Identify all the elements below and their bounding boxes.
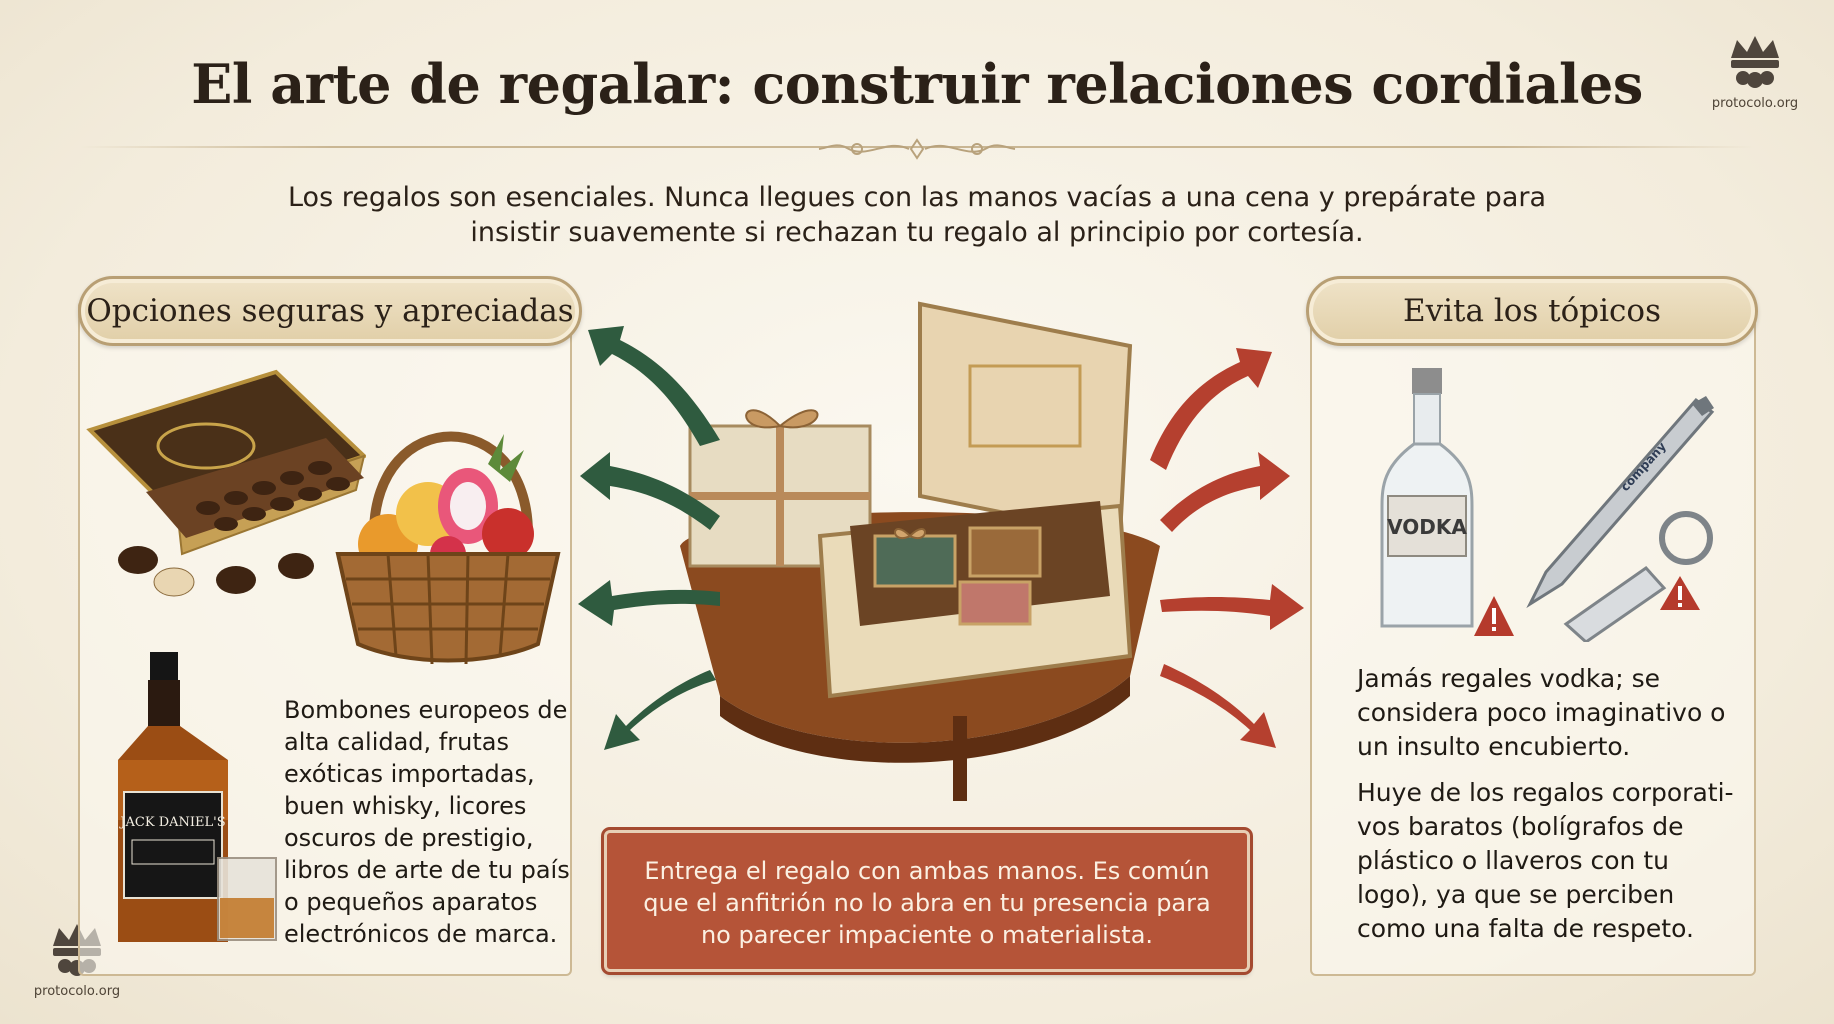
safe-gifts-heading: Opciones seguras y apreciadas	[78, 276, 582, 346]
etiquette-tip: Entrega el regalo con ambas manos. Es co…	[604, 830, 1250, 972]
page-title: El arte de regalar: construir relaciones…	[191, 52, 1643, 116]
avoid-vodka-text: Jamás regales vodka; se considera poco i…	[1357, 664, 1726, 761]
fruit-basket-icon	[335, 431, 561, 665]
vodka-label: VODKA	[1387, 515, 1467, 539]
green-arrows	[578, 326, 720, 750]
crown-logo-icon	[1731, 36, 1779, 88]
chocolate-box-icon	[86, 369, 366, 597]
whisky-label: JACK DANIEL'S	[118, 815, 225, 830]
safe-gifts-text: Bombones europeos de alta calidad, fruta…	[284, 696, 570, 948]
vodka-bottle-icon: VODKA	[1380, 368, 1514, 636]
gift-box-table-icon	[680, 301, 1160, 801]
logo-top-right: protocolo.org	[1700, 34, 1810, 111]
avoid-gifts-heading: Evita los tópicos	[1306, 276, 1758, 346]
avoid-gifts-panel	[1310, 300, 1756, 976]
title-divider	[80, 146, 1754, 148]
avoid-corporate-text: Huye de los regalos corporati-vos barato…	[1357, 778, 1734, 943]
red-arrows	[1150, 348, 1304, 748]
logo-caption: protocolo.org	[33, 984, 121, 999]
pen-keychain-icon: company	[1526, 396, 1715, 642]
ornament-flourish-icon	[818, 138, 1016, 160]
logo-caption: protocolo.org	[1711, 96, 1799, 111]
intro-text: Los regalos son esenciales. Nunca llegue…	[287, 182, 1547, 248]
whisky-bottle-icon: JACK DANIEL'S	[118, 652, 277, 942]
arrows-overlay	[578, 326, 1304, 750]
